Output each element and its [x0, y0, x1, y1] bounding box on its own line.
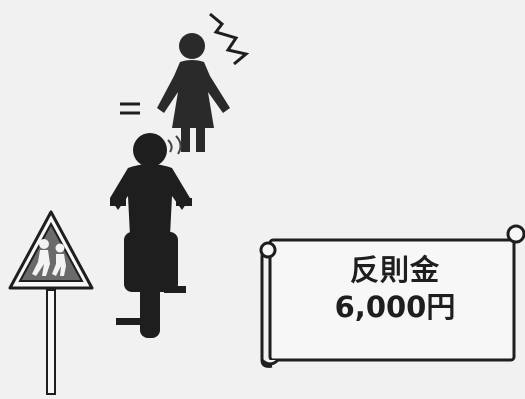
fine-title: 反則金: [349, 253, 440, 287]
school-zone-sign-icon: [8, 210, 94, 395]
pedestrian-icon: [157, 33, 230, 152]
surprise-zigzag-icon: [209, 12, 250, 66]
speed-lines-icon: [120, 102, 140, 115]
fine-notice: 反則金 6,000円: [300, 252, 490, 326]
scroll-banner-icon: [259, 224, 525, 368]
cyclist-icon: [110, 133, 192, 338]
motion-marks-icon: [167, 135, 182, 155]
fine-amount: 6,000円: [334, 290, 456, 324]
